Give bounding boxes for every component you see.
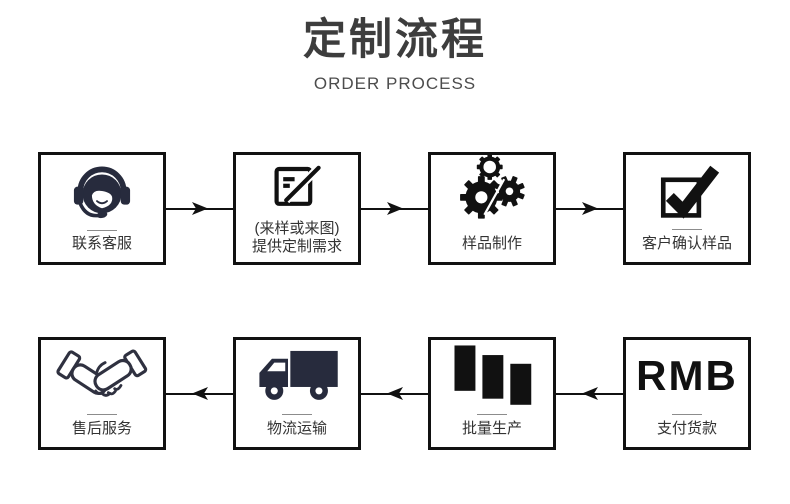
step-confirm-sample: 客户确认样品 xyxy=(623,152,751,265)
handshake-icon xyxy=(41,340,163,411)
arrow-right-icon xyxy=(166,202,233,216)
label-divider xyxy=(282,414,312,416)
process-row-1: 联系客服 (来样或来图) 提供定制需求 xyxy=(38,152,751,265)
arrow-left-icon xyxy=(166,387,233,401)
process-row-2: 售后服务 物流运输 xyxy=(38,337,751,450)
step-label-line1: (来样或来图) xyxy=(254,219,340,237)
truck-icon xyxy=(236,340,358,411)
step-contact-service: 联系客服 xyxy=(38,152,166,265)
arrow-right-icon xyxy=(556,202,623,216)
bar-chart-icon xyxy=(431,340,553,411)
step-logistics: 物流运输 xyxy=(233,337,361,450)
arrow-right-icon xyxy=(361,202,428,216)
label-divider xyxy=(87,414,117,416)
rmb-label: RMB xyxy=(636,351,738,399)
step-sample-production: 样品制作 xyxy=(428,152,556,265)
step-payment: RMB 支付货款 xyxy=(623,337,751,450)
step-label-line2: 提供定制需求 xyxy=(251,238,342,256)
step-label: 客户确认样品 xyxy=(641,235,732,253)
page-subtitle: ORDER PROCESS xyxy=(313,74,477,94)
headset-icon xyxy=(41,155,163,227)
label-divider xyxy=(672,229,702,231)
step-label: 样品制作 xyxy=(461,235,522,253)
gears-icon xyxy=(431,151,553,227)
step-label: 支付货款 xyxy=(656,420,717,438)
step-after-sales-service: 售后服务 xyxy=(38,337,166,450)
checkbox-check-icon xyxy=(626,155,748,226)
label-divider xyxy=(477,414,507,416)
step-label: 物流运输 xyxy=(266,420,327,438)
rmb-text: RMB xyxy=(626,340,748,411)
step-label: 售后服务 xyxy=(71,420,132,438)
step-mass-production: 批量生产 xyxy=(428,337,556,450)
label-divider xyxy=(672,414,702,416)
step-label: 批量生产 xyxy=(461,420,522,438)
document-pen-icon xyxy=(236,155,358,220)
step-provide-requirements: (来样或来图) 提供定制需求 xyxy=(233,152,361,265)
arrow-left-icon xyxy=(556,387,623,401)
arrow-left-icon xyxy=(361,387,428,401)
section-header: 定制流程 ORDER PROCESS xyxy=(0,16,790,94)
step-label: 联系客服 xyxy=(71,235,132,253)
page-title: 定制流程 xyxy=(303,16,487,64)
